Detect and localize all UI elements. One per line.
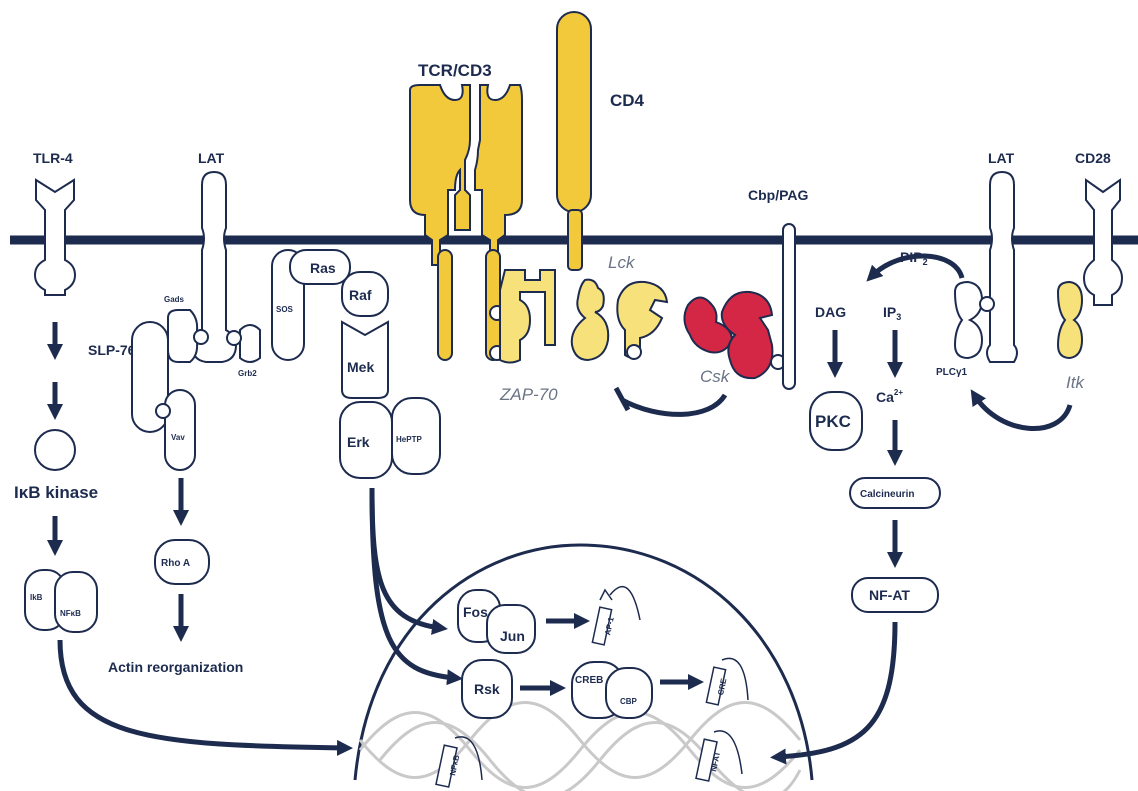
cbp-label: CBP: [620, 697, 638, 706]
creb-label: CREB: [575, 675, 603, 686]
cd4-label: CD4: [610, 91, 645, 110]
lat-right-receptor: [987, 172, 1017, 362]
tlr4-label: TLR-4: [33, 150, 73, 166]
lat-left-label: LAT: [198, 150, 225, 166]
arrow-nfkb-to-nucleus: [60, 640, 345, 748]
inhibition-bar: [616, 388, 628, 410]
lat-left-phospho-2: [227, 331, 241, 345]
lat-right-phospho: [980, 297, 994, 311]
fos-label: Fos: [463, 604, 488, 620]
zap70-node: [500, 270, 555, 363]
heptp-label: HePTP: [396, 435, 422, 444]
csk-label: Csk: [700, 367, 731, 386]
plcg1-node: [955, 282, 982, 358]
plcg1-label: PLCγ1: [936, 367, 968, 378]
jun-label: Jun: [500, 628, 525, 644]
lck-label: Lck: [608, 253, 636, 272]
inhibition-csk-lck: [622, 395, 725, 414]
pip2-label: PIP2: [900, 249, 928, 267]
nfkb-node: [55, 572, 97, 632]
grb2-label: Grb2: [238, 369, 257, 378]
gads-label: Gads: [164, 295, 185, 304]
itk-node: [1058, 282, 1082, 358]
ikb-label: IkB: [30, 593, 43, 602]
cd4-receptor: [557, 12, 591, 212]
rho-a-label: Rho A: [161, 558, 190, 569]
ip3-label: IP3: [883, 304, 901, 322]
mek-label: Mek: [347, 359, 374, 375]
lat-left-phospho-1: [194, 330, 208, 344]
vav-label: Vav: [171, 433, 185, 442]
gads-node: [168, 310, 197, 362]
nfkb-label: NFκB: [60, 609, 81, 618]
raf-label: Raf: [349, 287, 372, 303]
cd3-chain-2: [486, 250, 500, 360]
cbp-pag-label: Cbp/PAG: [748, 187, 809, 203]
cbp-pag-receptor: [783, 224, 795, 389]
slp76-phospho: [156, 404, 170, 418]
cd4-stalk: [568, 210, 582, 270]
itk-label: Itk: [1066, 373, 1085, 392]
dna-helix: [360, 703, 800, 791]
grb2-node: [240, 325, 260, 362]
cd3-chain-1: [438, 250, 452, 360]
ikb-kinase-node: [35, 430, 75, 470]
dag-label: DAG: [815, 304, 846, 320]
actin-label: Actin reorganization: [108, 659, 243, 675]
ikb-kinase-label: IκB kinase: [14, 483, 98, 502]
lck-node: [572, 280, 608, 360]
nfat-label: NF-AT: [869, 587, 910, 603]
cbp-node: [606, 668, 652, 718]
pkc-label: PKC: [815, 412, 851, 431]
slp76-label: SLP-76: [88, 342, 136, 358]
tcr-cd3-label: TCR/CD3: [418, 61, 492, 80]
zap70-label: ZAP-70: [499, 385, 558, 404]
ap1-site: [592, 587, 640, 645]
ca-label: Ca2+: [876, 388, 903, 405]
rsk-label: Rsk: [474, 681, 500, 697]
calcineurin-label: Calcineurin: [860, 489, 914, 500]
ras-label: Ras: [310, 260, 336, 276]
lck-phospho: [627, 345, 641, 359]
arrow-erk-to-rsk: [372, 488, 455, 678]
erk-label: Erk: [347, 434, 370, 450]
sos-label: SOS: [276, 305, 294, 314]
lck-kinase-domain: [617, 282, 667, 358]
vav-node: [165, 390, 195, 470]
arrow-itk-plcg1: [975, 396, 1070, 428]
lat-right-label: LAT: [988, 150, 1015, 166]
cd28-label: CD28: [1075, 150, 1111, 166]
